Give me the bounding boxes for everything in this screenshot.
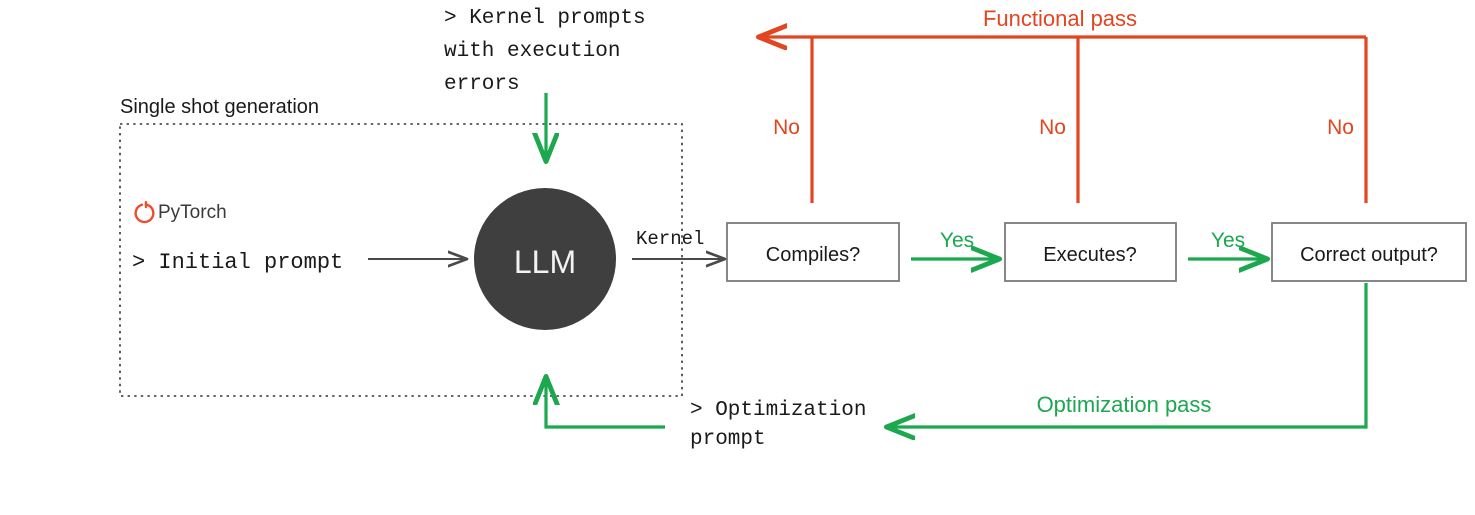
- label-yes-executes: Yes: [1211, 229, 1245, 252]
- kernel-prompts-line-3: errors: [444, 73, 520, 96]
- single-shot-boundary: [119, 123, 683, 397]
- llm-label: LLM: [514, 244, 576, 280]
- optimization-prompt-line-1: > Optimization: [690, 399, 866, 422]
- single-shot-caption: Single shot generation: [120, 96, 319, 118]
- label-yes-compiles: Yes: [940, 229, 974, 252]
- kernel-prompts-line-2: with execution: [444, 40, 620, 63]
- decision-box-compiles-label: Compiles?: [766, 244, 860, 266]
- pytorch-icon: [134, 200, 155, 224]
- pytorch-wordmark: PyTorch: [158, 202, 227, 223]
- optimization-pass-rail: [888, 283, 1368, 427]
- label-no-executes: No: [1039, 116, 1066, 139]
- label-no-compiles: No: [773, 116, 800, 139]
- kernel-edge-label: Kernel: [636, 228, 704, 250]
- label-optimization-pass: Optimization pass: [1037, 392, 1212, 417]
- optimization-return-arrow: [546, 378, 665, 429]
- label-functional-pass: Functional pass: [983, 6, 1137, 31]
- kernel-prompts-line-1: > Kernel prompts: [444, 7, 646, 30]
- label-no-correct-output: No: [1327, 116, 1354, 139]
- llm-node: [474, 188, 616, 330]
- initial-prompt-text: > Initial prompt: [132, 250, 343, 275]
- decision-box-compiles[interactable]: [726, 222, 900, 282]
- decision-box-correct-output-label: Correct output?: [1300, 244, 1438, 266]
- decision-box-executes-label: Executes?: [1043, 244, 1136, 266]
- decision-box-executes[interactable]: [1004, 222, 1177, 282]
- decision-box-correct-output[interactable]: [1271, 222, 1467, 282]
- optimization-prompt-line-2: prompt: [690, 428, 766, 451]
